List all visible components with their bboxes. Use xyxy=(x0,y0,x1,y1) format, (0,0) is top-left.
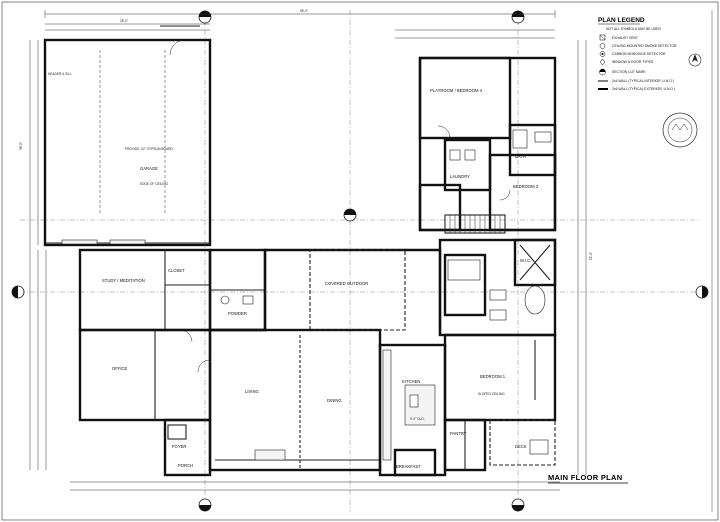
room-closet: CLOSET xyxy=(168,268,185,273)
section-marker-top-right xyxy=(511,10,525,24)
legend-item-0: EXHAUST VENT xyxy=(612,36,638,40)
legend-item-2: CARBON MONOXIDE DETECTOR xyxy=(612,52,666,56)
sheet-title: MAIN FLOOR PLAN xyxy=(548,473,623,482)
legend-item-5: 2x4 WALL (TYPICAL INTERIOR, U.N.O.) xyxy=(612,79,674,83)
note-sloped: SLOPED CEILING xyxy=(478,392,505,396)
master-suite-bath xyxy=(438,238,557,337)
note-edge: EDGE OF CEILING xyxy=(140,182,169,186)
room-powder: POWDER xyxy=(228,311,247,316)
kitchen-block xyxy=(378,343,487,477)
room-kitchen: KITCHEN xyxy=(402,379,420,384)
plan-notes: PROVIDE 1/2" GYPSUM BOARD EDGE OF CEILIN… xyxy=(48,72,505,421)
legend-smoke-icon xyxy=(599,43,606,49)
section-marker-left xyxy=(11,285,25,299)
room-bedroom1: BEDROOM 1 xyxy=(480,374,506,379)
room-pantry: PANTRY xyxy=(450,431,467,436)
dim-overall: 96'-0" xyxy=(300,9,308,13)
sheet-title-block: MAIN FLOOR PLAN xyxy=(548,473,628,484)
bedroom1-block xyxy=(443,333,557,466)
room-study: STUDY / MEDITATION xyxy=(102,278,145,283)
legend-window-icon xyxy=(599,58,606,66)
room-living: LIVING xyxy=(245,389,259,394)
legend-item-4: SECTION CUT MARK xyxy=(612,70,646,74)
dimension-labels: 96'-0" 28'-0" 38'-0" 52'-0" xyxy=(19,9,593,260)
left-wing xyxy=(78,248,267,477)
room-office: OFFICE xyxy=(112,366,128,371)
room-bath: BATH xyxy=(515,154,526,159)
dim-left: 38'-0" xyxy=(19,142,23,150)
legend-item-1: CEILING-MOUNTED SMOKE DETECTOR xyxy=(612,44,677,48)
engineer-seal xyxy=(662,112,698,148)
room-deck: DECK xyxy=(515,444,527,449)
room-garage: GARAGE xyxy=(140,166,158,171)
legend-item-3: WINDOW & DOOR TYPES xyxy=(612,60,654,64)
top-dimension xyxy=(44,10,556,39)
room-breakfast: BREAKFAST xyxy=(396,464,421,469)
room-bedroom3: BEDROOM 3 xyxy=(513,184,539,189)
legend-title: PLAN LEGEND xyxy=(598,17,645,24)
right-wing-top xyxy=(418,56,557,234)
section-marker-bottom-left xyxy=(198,498,212,512)
room-foyer: FOYER xyxy=(172,444,186,449)
legend-note: NOT ALL SYMBOLS MAY BE USED xyxy=(606,27,661,31)
note-clg: 9'-0" CLG. xyxy=(410,417,425,421)
room-laundry: LAUNDRY xyxy=(450,174,470,179)
left-dimension xyxy=(29,40,47,470)
legend-exhaust-icon xyxy=(599,34,606,41)
garage-block xyxy=(43,25,212,247)
right-dimension xyxy=(577,40,587,475)
dim-right: 52'-0" xyxy=(589,252,593,260)
bottom-dimension xyxy=(70,481,560,491)
note-header: HEADER & SILL xyxy=(48,72,72,76)
room-labels: GARAGE STUDY / MEDITATION CLOSET POWDER … xyxy=(102,88,539,469)
plan-legend: PLAN LEGEND NOT ALL SYMBOLS MAY BE USED … xyxy=(598,17,677,91)
room-playroom: PLAYROOM / BEDROOM 4 xyxy=(430,88,483,93)
section-marker-bottom-right xyxy=(511,498,525,512)
room-wic: W.I.C. xyxy=(520,258,531,263)
section-marker-mid xyxy=(343,208,357,222)
section-marker-right xyxy=(695,285,709,299)
room-dining: DINING xyxy=(327,398,342,403)
note-garage: PROVIDE 1/2" GYPSUM BOARD xyxy=(125,147,173,151)
room-covered-outdoor: COVERED OUTDOOR xyxy=(325,281,368,286)
section-marker-top-left xyxy=(198,10,212,24)
legend-co-icon xyxy=(599,51,606,57)
room-porch: PORCH xyxy=(178,463,193,468)
north-arrow-icon xyxy=(688,53,702,67)
section-markers xyxy=(11,10,709,512)
legend-section-icon xyxy=(599,68,606,76)
grid-lines xyxy=(20,10,700,512)
legend-item-6: 2x6 WALL (TYPICAL EXTERIOR, U.N.O.) xyxy=(612,87,675,91)
dim-garage: 28'-0" xyxy=(120,19,128,23)
